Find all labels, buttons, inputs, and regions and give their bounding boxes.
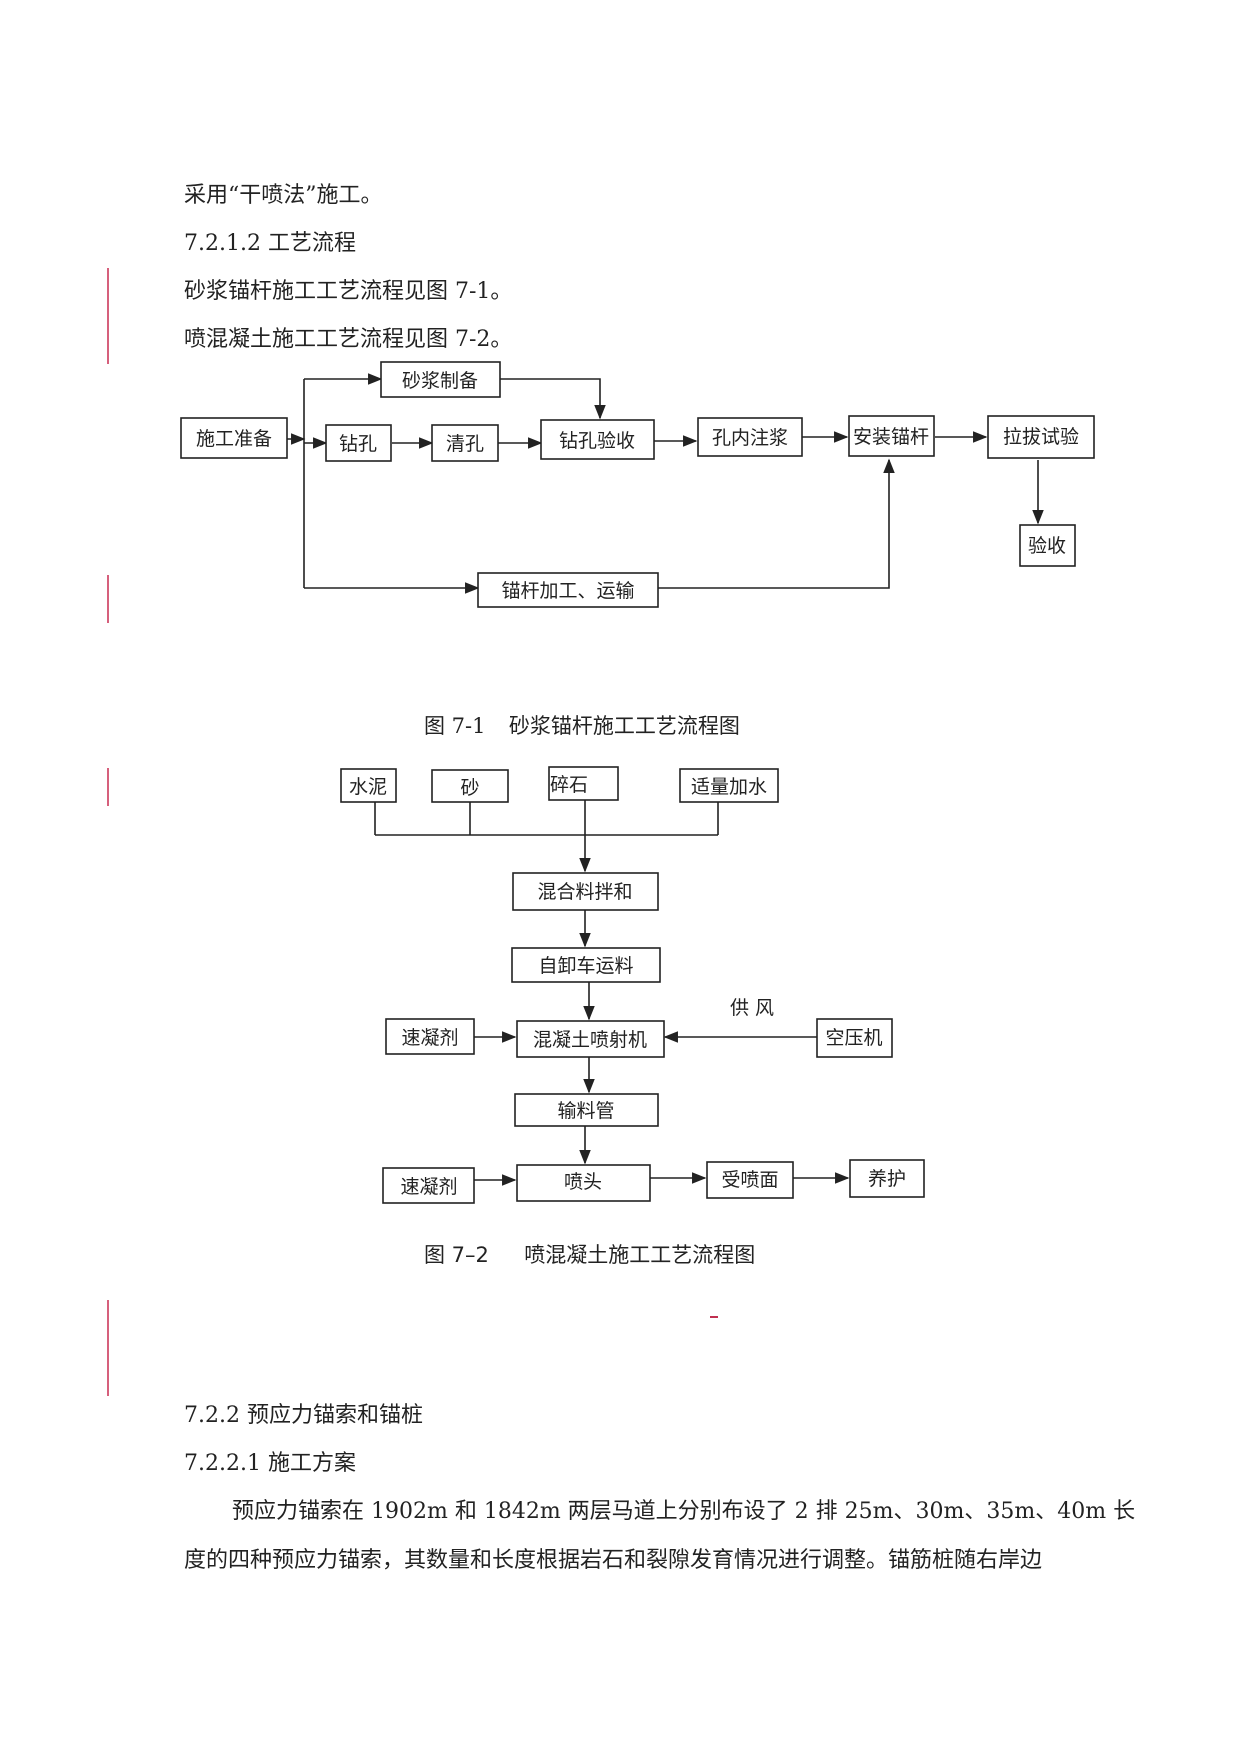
revision-mark: [710, 1316, 718, 1318]
node-water: 适量加水: [679, 768, 779, 803]
node-surface: 受喷面: [706, 1161, 794, 1199]
node-label: 孔内注浆: [712, 427, 788, 449]
figure-7-1: 施工准备 砂浆制备 钻孔 清孔 钻孔验收 孔内注浆 安装锚杆 拉拔试验: [180, 361, 1095, 608]
node-compressor: 空压机: [816, 1018, 893, 1058]
node-install: 安装锚杆: [848, 415, 935, 457]
revision-bar: [107, 575, 109, 623]
node-cement: 水泥: [340, 768, 397, 803]
node-label: 受喷面: [721, 1169, 778, 1191]
node-label: 自卸车运料: [538, 955, 633, 977]
node-mix: 混合料拌和: [512, 872, 659, 911]
node-label: 锚杆加工、运输: [501, 580, 634, 602]
node-accelerator-1: 速凝剂: [385, 1018, 475, 1055]
node-truck: 自卸车运料: [511, 947, 661, 983]
node-label: 混凝土喷射机: [533, 1029, 647, 1051]
node-cure: 养护: [849, 1159, 925, 1198]
node-label: 验收: [1028, 535, 1066, 557]
node-label: 砂: [460, 777, 479, 799]
node-label: 空压机: [825, 1027, 882, 1049]
node-final: 验收: [1019, 524, 1076, 567]
node-sand: 砂: [431, 769, 509, 803]
node-fabricate: 锚杆加工、运输: [477, 572, 659, 608]
caption-number: 图 7-1: [424, 714, 486, 738]
node-label: 钻孔验收: [559, 430, 635, 452]
node-label: 输料管: [557, 1100, 614, 1122]
figure-caption-7-1: 图 7-1 砂浆锚杆施工工艺流程图: [424, 712, 740, 740]
node-sprayer: 混凝土喷射机: [516, 1020, 665, 1058]
node-prep: 施工准备: [180, 417, 288, 459]
node-label: 碎石: [550, 774, 588, 796]
revision-bar: [107, 1300, 109, 1396]
section-heading: 7.2.1.2 工艺流程: [184, 231, 356, 256]
revision-bar: [107, 268, 109, 364]
figure-caption-7-2: 图 7–2 喷混凝土施工工艺流程图: [424, 1241, 755, 1269]
node-label: 清孔: [446, 433, 484, 455]
figure-7-2: 供 风 水泥 砂 碎石 适量加水 混合料拌和 自卸车运料 速凝剂: [340, 766, 925, 1204]
node-pull: 拉拔试验: [987, 415, 1095, 459]
node-clean: 清孔: [431, 424, 499, 462]
node-label: 钻孔: [339, 433, 377, 455]
arrow: [658, 458, 895, 589]
body-text: 喷混凝土施工工艺流程见图 7-2。: [184, 327, 513, 352]
air-supply-label: 供 风: [730, 997, 774, 1019]
node-label: 喷头: [564, 1171, 602, 1193]
node-drill: 钻孔: [325, 424, 392, 462]
body-paragraph: 预应力锚索在 1902m 和 1842m 两层马道上分别布设了 2 排 25m、…: [232, 1499, 1136, 1524]
node-label: 砂浆制备: [402, 370, 478, 392]
node-label: 养护: [868, 1168, 906, 1190]
caption-number: 图 7–2: [424, 1243, 489, 1267]
node-grout: 孔内注浆: [697, 417, 803, 457]
node-nozzle: 喷头: [516, 1164, 651, 1202]
node-label: 水泥: [349, 776, 387, 798]
node-gravel: 碎石: [548, 766, 619, 801]
arrow: [500, 378, 606, 420]
revision-bar: [107, 768, 109, 806]
body-text: 采用“干喷法”施工。: [184, 183, 383, 208]
node-label: 速凝剂: [401, 1027, 458, 1049]
node-label: 适量加水: [691, 776, 767, 798]
node-hose: 输料管: [514, 1093, 659, 1127]
section-heading: 7.2.2.1 施工方案: [184, 1451, 356, 1476]
node-label: 混合料拌和: [537, 881, 632, 903]
body-paragraph: 度的四种预应力锚索，其数量和长度根据岩石和裂隙发育情况进行调整。锚筋桩随右岸边: [184, 1548, 1043, 1573]
node-label: 安装锚杆: [853, 426, 929, 448]
node-label: 速凝剂: [400, 1176, 457, 1198]
node-label: 拉拔试验: [1003, 426, 1079, 448]
section-heading: 7.2.2 预应力锚索和锚桩: [184, 1403, 423, 1428]
caption-title: 砂浆锚杆施工工艺流程图: [508, 714, 740, 738]
node-label: 施工准备: [196, 428, 272, 450]
node-mortar: 砂浆制备: [380, 361, 501, 398]
node-accelerator-2: 速凝剂: [382, 1167, 475, 1204]
node-accept: 钻孔验收: [540, 419, 655, 460]
caption-title: 喷混凝土施工工艺流程图: [524, 1243, 756, 1267]
body-text: 砂浆锚杆施工工艺流程见图 7-1。: [184, 279, 513, 304]
